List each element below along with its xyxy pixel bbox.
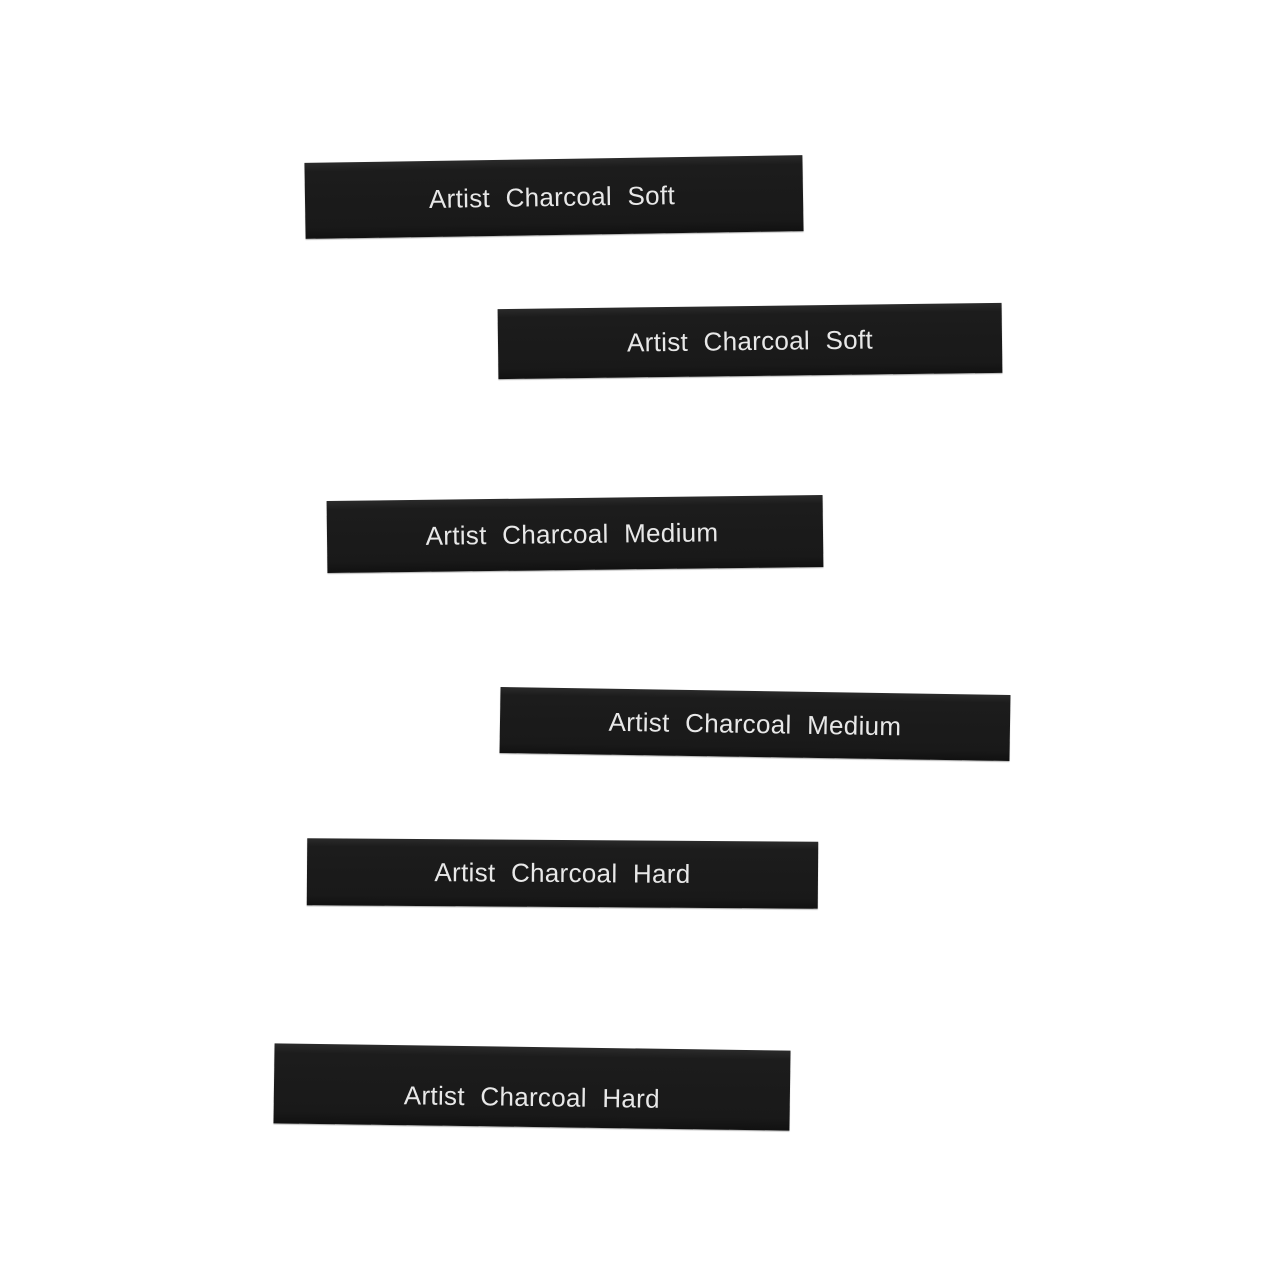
charcoal-stick-medium-1: Artist Charcoal Medium [326, 494, 824, 574]
stick-label: Artist Charcoal Hard [434, 857, 691, 889]
stick-label: Artist Charcoal Medium [425, 516, 719, 551]
stick-label: Artist Charcoal Soft [428, 179, 676, 214]
charcoal-stick-hard-1: Artist Charcoal Hard [306, 838, 819, 909]
stick-label: Artist Charcoal Soft [626, 323, 874, 358]
charcoal-stick-medium-2: Artist Charcoal Medium [499, 686, 1011, 762]
charcoal-stick-hard-2: Artist Charcoal Hard [273, 1043, 791, 1131]
stick-label: Artist Charcoal Hard [403, 1079, 661, 1114]
charcoal-stick-soft-2: Artist Charcoal Soft [497, 302, 1003, 380]
charcoal-stick-soft-1: Artist Charcoal Soft [304, 155, 804, 239]
stick-label: Artist Charcoal Medium [608, 706, 902, 741]
